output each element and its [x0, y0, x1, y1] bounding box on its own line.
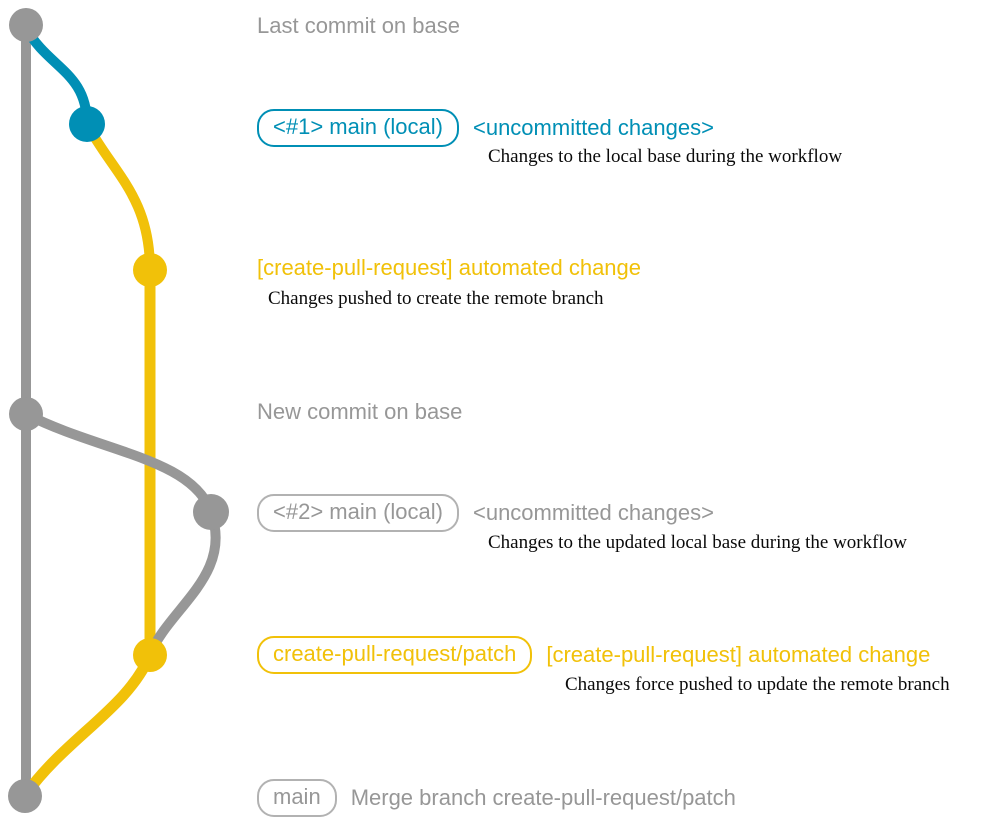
branch-badge-patch: create-pull-request/patch — [257, 636, 533, 674]
main-local-2-to-patch-curve — [146, 507, 221, 657]
note-main-local-2: Changes to the updated local base during… — [488, 532, 907, 553]
commit-dot-patch-update — [133, 638, 167, 672]
commit-message-uncommitted-1: <uncommitted changes> — [472, 115, 714, 140]
commit-message-patch-create: [create-pull-request] automated change — [257, 255, 642, 280]
branch-badge-main-local-2: <#2> main (local) — [257, 494, 459, 532]
commit-dot-main-local-2 — [193, 494, 229, 530]
row-main-local-2: <#2> main (local) <uncommitted changes> — [257, 494, 714, 532]
commit-dot-last-base — [9, 8, 43, 42]
commit-message-merge: Merge branch create-pull-request/patch — [350, 785, 736, 810]
row-main-local-1: <#1> main (local) <uncommitted changes> — [257, 109, 714, 147]
commit-message-patch-update: [create-pull-request] automated change — [546, 642, 931, 667]
branch-graph — [8, 8, 229, 813]
patch-branch-curve-top — [82, 119, 155, 275]
caption-last-commit-on-base: Last commit on base — [257, 13, 460, 38]
row-patch-update: create-pull-request/patch [create-pull-r… — [257, 636, 930, 674]
branch-badge-main-local-1: <#1> main (local) — [257, 109, 459, 147]
row-merge: main Merge branch create-pull-request/pa… — [257, 779, 736, 817]
row-patch-create: [create-pull-request] automated change — [257, 249, 641, 287]
commit-message-uncommitted-2: <uncommitted changes> — [472, 500, 714, 525]
note-patch-update: Changes force pushed to update the remot… — [565, 674, 950, 695]
commit-dot-main-local-1 — [69, 106, 105, 142]
commit-dot-new-base — [9, 397, 43, 431]
patch-merge-curve — [20, 649, 156, 800]
caption-new-commit-on-base: New commit on base — [257, 399, 463, 424]
commit-dot-merge — [8, 779, 42, 813]
note-patch-create: Changes pushed to create the remote bran… — [268, 288, 604, 309]
note-main-local-1: Changes to the local base during the wor… — [488, 146, 843, 167]
branch-badge-main: main — [257, 779, 337, 817]
commit-dot-patch-create — [133, 253, 167, 287]
main-local-2-branch-curve — [21, 409, 216, 517]
